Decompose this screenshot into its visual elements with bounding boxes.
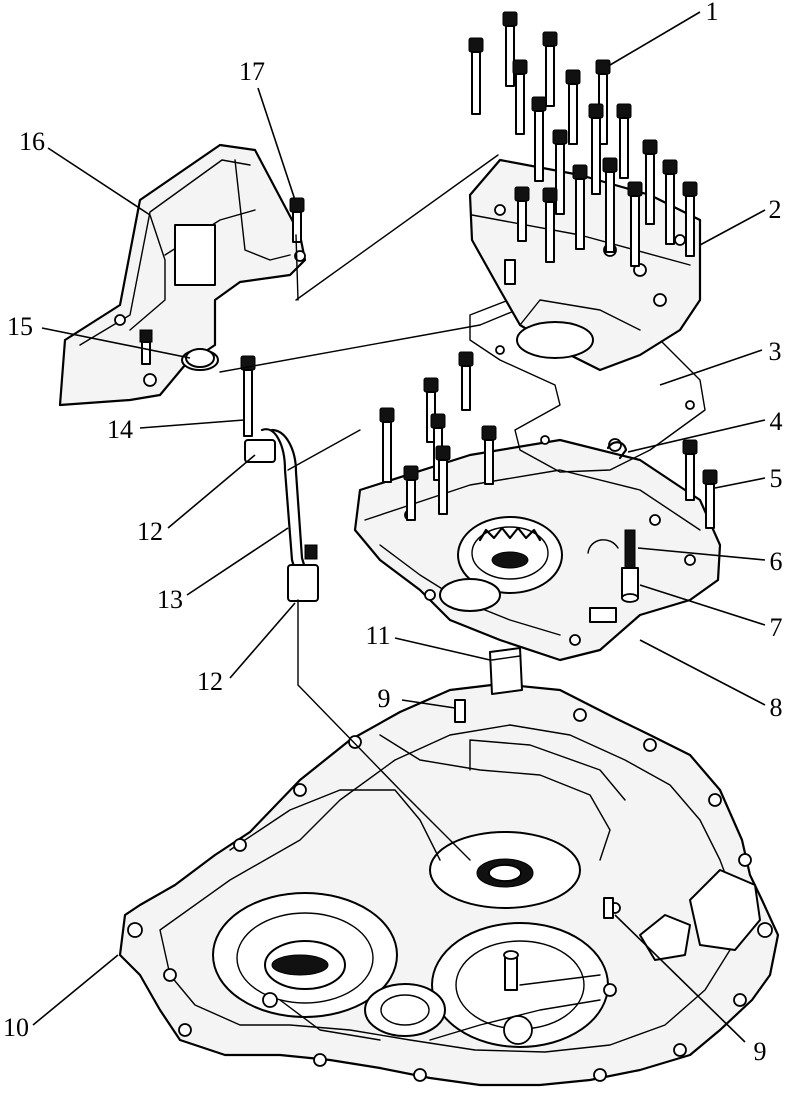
- side-cover: [58, 143, 307, 407]
- bolt-5: [702, 469, 718, 529]
- bolt: [662, 159, 678, 245]
- bolt: [552, 129, 568, 215]
- bolt: [588, 103, 604, 195]
- bolts-upper-group: [468, 11, 698, 267]
- callout-7: 7: [770, 613, 783, 642]
- bolt: [602, 157, 618, 253]
- upper-valve-body: [468, 158, 702, 372]
- callout-4: 4: [770, 407, 783, 436]
- bolt: [682, 439, 698, 501]
- bolt: [572, 164, 588, 250]
- bolt: [616, 103, 632, 179]
- callout-9-upper: 9: [378, 684, 391, 713]
- callout-11: 11: [365, 621, 390, 650]
- bolt: [502, 11, 518, 87]
- bolt: [379, 407, 395, 483]
- bolt: [627, 181, 643, 267]
- bolt: [512, 59, 528, 135]
- callout-14: 14: [107, 415, 133, 444]
- pin-6: [624, 529, 636, 569]
- callout-16: 16: [19, 127, 45, 156]
- callout-6: 6: [770, 547, 783, 576]
- callout-labels: 1 2 3 4 5 6 7 8 9 9 10 11 12 12 13 14 15…: [3, 0, 783, 1066]
- sleeve-7: [621, 567, 639, 603]
- callout-12-upper: 12: [137, 517, 163, 546]
- callout-17: 17: [239, 57, 265, 86]
- transmission-case: [118, 682, 780, 1087]
- bolt: [403, 465, 419, 521]
- bolt: [458, 351, 474, 411]
- leader-lines: [32, 11, 766, 1043]
- callout-3: 3: [769, 337, 782, 366]
- bolt: [565, 69, 581, 145]
- clip-4: [606, 441, 628, 460]
- bolt: [542, 187, 558, 263]
- bolt: [642, 139, 658, 225]
- callout-9-lower: 9: [754, 1037, 767, 1066]
- bolt: [481, 425, 497, 485]
- bolt: [468, 37, 484, 115]
- callout-5: 5: [770, 464, 783, 493]
- bolt: [542, 31, 558, 107]
- bolt: [435, 445, 451, 515]
- callout-10: 10: [3, 1013, 29, 1042]
- alignment-lines: [219, 154, 499, 861]
- bolt: [682, 181, 698, 257]
- bolt: [531, 96, 547, 182]
- callout-13: 13: [157, 585, 183, 614]
- part-11-filter: [489, 647, 523, 695]
- callout-8: 8: [770, 693, 783, 722]
- callout-15: 15: [7, 312, 33, 341]
- callout-1: 1: [706, 0, 719, 26]
- callout-12-lower: 12: [197, 667, 223, 696]
- bolts-lower-group: [379, 351, 718, 603]
- bolt-17: [289, 197, 305, 243]
- fitting-15: [139, 329, 215, 368]
- bolt: [514, 186, 530, 242]
- oil-pipe-assembly: [240, 355, 319, 602]
- callout-2: 2: [769, 195, 782, 224]
